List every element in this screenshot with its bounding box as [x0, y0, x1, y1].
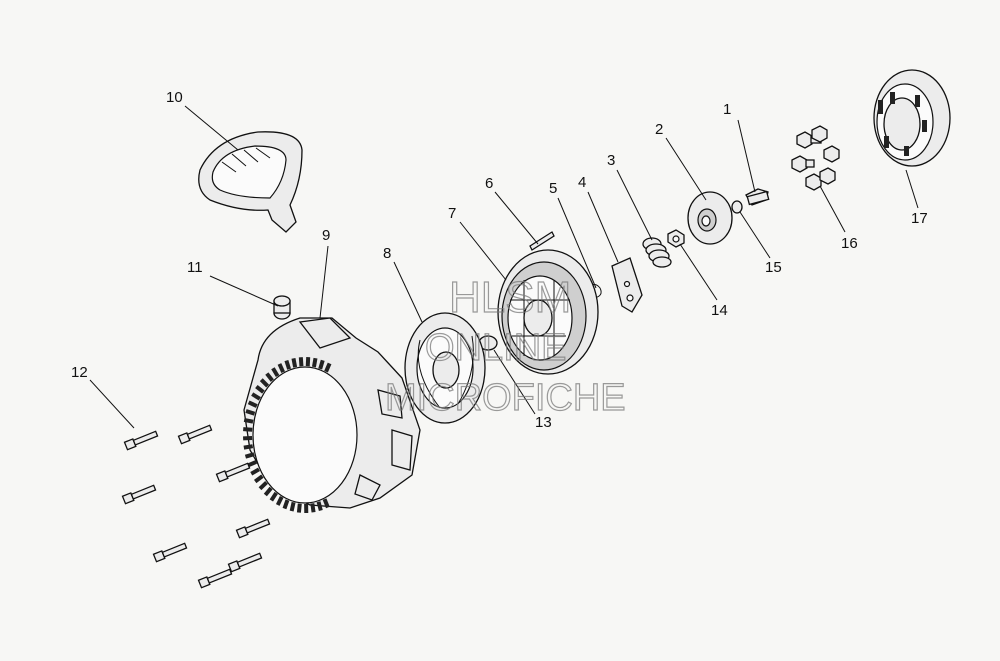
bolt — [152, 542, 188, 563]
vent-slot — [269, 491, 278, 502]
vent-slot — [244, 452, 255, 459]
vent-slot — [247, 400, 258, 408]
vent-slot — [291, 357, 298, 368]
housing-vent-slots — [243, 357, 332, 514]
callout-5: 5 — [549, 180, 557, 197]
callout-10: 10 — [166, 89, 183, 106]
bolt — [197, 568, 233, 589]
vent-slot — [243, 417, 254, 424]
vent-slot — [305, 357, 311, 367]
vent-slot — [316, 501, 323, 511]
bolt — [235, 518, 271, 539]
part-6-pin — [529, 231, 555, 251]
vent-slot — [271, 367, 280, 378]
watermark-line-2: ONLINE — [425, 327, 566, 369]
part-4-ratchet-pawl — [611, 257, 643, 313]
callout-14: 14 — [711, 302, 728, 319]
vent-slot — [250, 467, 261, 476]
vent-slot — [318, 359, 325, 370]
vent-slot — [243, 427, 253, 432]
leader-lines — [89, 105, 919, 429]
vent-slot — [324, 362, 332, 373]
callout-13: 13 — [535, 414, 552, 431]
part-2-friction-plate — [687, 191, 733, 245]
part-17-starter-cup — [873, 69, 951, 167]
vent-slot — [275, 496, 284, 506]
bolt — [177, 424, 213, 445]
vent-slot — [265, 372, 274, 382]
vent-slot — [253, 474, 264, 484]
part-3-spring — [642, 237, 672, 268]
part-12-bolts — [121, 424, 271, 589]
vent-slot — [245, 409, 256, 416]
vent-slot — [259, 378, 270, 388]
bolt — [121, 484, 157, 505]
watermark-line-1: HLSM — [449, 273, 571, 322]
vent-slot — [277, 363, 285, 373]
vent-slot — [298, 357, 304, 367]
vent-slot — [310, 503, 316, 513]
bolt — [215, 462, 251, 483]
vent-slot — [243, 435, 253, 441]
part-16-screws — [791, 125, 840, 191]
vent-slot — [263, 486, 273, 497]
callout-3: 3 — [607, 152, 615, 169]
callout-15: 15 — [765, 259, 782, 276]
vent-slot — [284, 359, 292, 370]
vent-slot — [322, 498, 330, 509]
part-1-bolt — [745, 188, 770, 206]
bolt — [123, 430, 159, 451]
vent-slot — [255, 384, 265, 394]
callout-8: 8 — [383, 245, 391, 262]
callout-4: 4 — [578, 174, 586, 191]
callout-6: 6 — [485, 175, 493, 192]
vent-slot — [243, 444, 254, 450]
callout-11: 11 — [187, 259, 203, 276]
callout-12: 12 — [71, 364, 88, 381]
callout-1: 1 — [723, 101, 731, 118]
watermark-line-3: MICROFICHE — [385, 377, 626, 419]
vent-slot — [247, 460, 257, 468]
part-15-washer — [731, 200, 743, 214]
vent-slot — [296, 503, 302, 513]
part-8-spring-plate — [404, 312, 486, 424]
part-11-knob — [273, 295, 291, 320]
callout-2: 2 — [655, 121, 663, 138]
callout-16: 16 — [841, 235, 858, 252]
vent-slot — [251, 392, 261, 401]
vent-slot — [304, 503, 309, 514]
callout-7: 7 — [448, 205, 456, 222]
vent-slot — [258, 481, 268, 491]
bolt — [227, 552, 263, 573]
vent-slot — [311, 357, 318, 368]
vent-slot — [282, 499, 290, 510]
vent-slot — [289, 501, 296, 512]
part-14-retainer — [667, 229, 685, 248]
callout-17: 17 — [911, 210, 928, 227]
part-10-starter-handle — [198, 131, 303, 233]
callout-9: 9 — [322, 227, 330, 244]
part-7-rope-reel — [497, 249, 599, 375]
